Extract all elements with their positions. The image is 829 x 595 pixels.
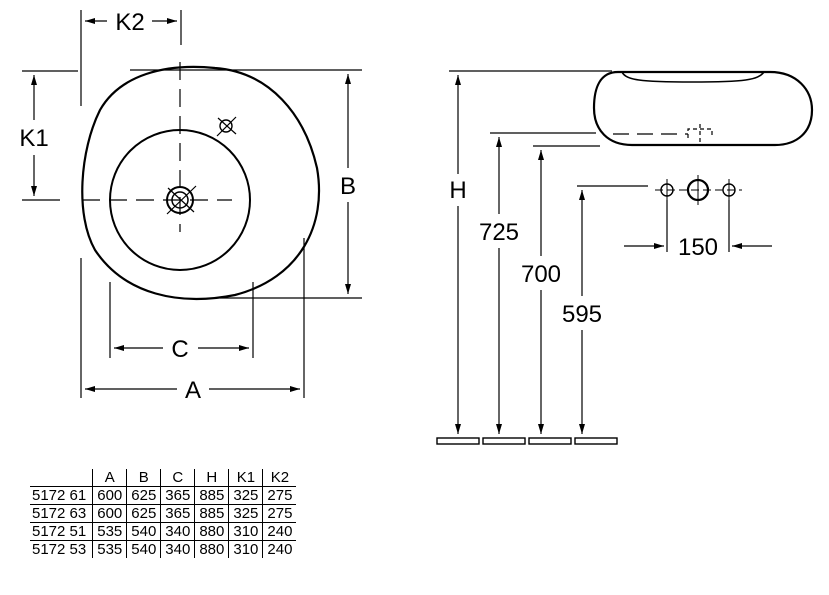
table-cell: 535: [92, 540, 127, 558]
table-cell: 885: [194, 504, 229, 523]
table-cell: 275: [262, 504, 297, 523]
table-header-cell: A: [92, 469, 127, 487]
table-cell: 365: [160, 504, 195, 523]
table-header-row: A B C H K1 K2: [30, 469, 297, 487]
floor-segment: [528, 437, 572, 445]
label-k1: K1: [19, 125, 48, 152]
basin-outline: [81, 65, 321, 301]
table-cell: 240: [262, 522, 297, 541]
table-cell: 240: [262, 540, 297, 558]
label-700: 700: [521, 261, 561, 288]
table-header-cell: C: [160, 469, 195, 487]
table-cell: 880: [194, 522, 229, 541]
table-cell: 365: [160, 486, 195, 505]
table-cell: 600: [92, 486, 127, 505]
table-cell: 600: [92, 504, 127, 523]
table-header-cell: K2: [262, 469, 297, 487]
table-cell: 540: [126, 522, 161, 541]
product-code: 5172 63: [30, 504, 93, 523]
table-header-cell: [30, 469, 93, 487]
table-cell: 340: [160, 540, 195, 558]
basin-rim: [621, 71, 765, 83]
dimension-table: A B C H K1 K2 5172 61 600 625 365 885 32…: [30, 469, 297, 558]
tap-hole-symbol: [219, 119, 233, 133]
table-header-cell: K1: [228, 469, 263, 487]
label-k2: K2: [115, 9, 144, 36]
label-h: H: [449, 177, 466, 204]
table-row: 5172 53 535 540 340 880 310 240: [30, 540, 297, 558]
label-b: B: [340, 173, 356, 200]
side-view: [436, 70, 814, 445]
table-cell: 310: [228, 522, 263, 541]
table-row: 5172 63 600 625 365 885 325 275: [30, 504, 297, 523]
label-150: 150: [678, 234, 718, 261]
tap-hole-cross: [216, 116, 237, 137]
product-code: 5172 61: [30, 486, 93, 505]
table-cell: 340: [160, 522, 195, 541]
technical-drawing: K2 K1 B C A: [19, 9, 814, 445]
table-cell: 535: [92, 522, 127, 541]
table-cell: 325: [228, 504, 263, 523]
table-cell: 310: [228, 540, 263, 558]
tap-hole-cross: [217, 117, 237, 135]
table-row: 5172 51 535 540 340 880 310 240: [30, 522, 297, 541]
floor-segment: [574, 437, 618, 445]
top-view-labels: K2 K1 B C A: [19, 9, 356, 404]
table-row: 5172 61 600 625 365 885 325 275: [30, 486, 297, 505]
table-cell: 625: [126, 486, 161, 505]
table-cell: 325: [228, 486, 263, 505]
label-595: 595: [562, 301, 602, 328]
table-cell: 275: [262, 486, 297, 505]
product-code: 5172 51: [30, 522, 93, 541]
label-a: A: [185, 377, 201, 404]
waste-outlet: [687, 128, 713, 138]
table-cell: 880: [194, 540, 229, 558]
table-header-cell: H: [194, 469, 229, 487]
label-c: C: [171, 336, 188, 363]
product-code: 5172 53: [32, 541, 87, 558]
basin-profile: [592, 70, 814, 147]
table-header-cell: B: [126, 469, 161, 487]
label-725: 725: [479, 219, 519, 246]
floor-segment: [482, 437, 526, 445]
side-view-labels: H 725 700 595 150: [449, 177, 718, 328]
top-view: [22, 10, 362, 398]
floor-segment: [436, 437, 480, 445]
table-cell: 625: [126, 504, 161, 523]
table-cell: 540: [126, 540, 161, 558]
table-cell: 885: [194, 486, 229, 505]
